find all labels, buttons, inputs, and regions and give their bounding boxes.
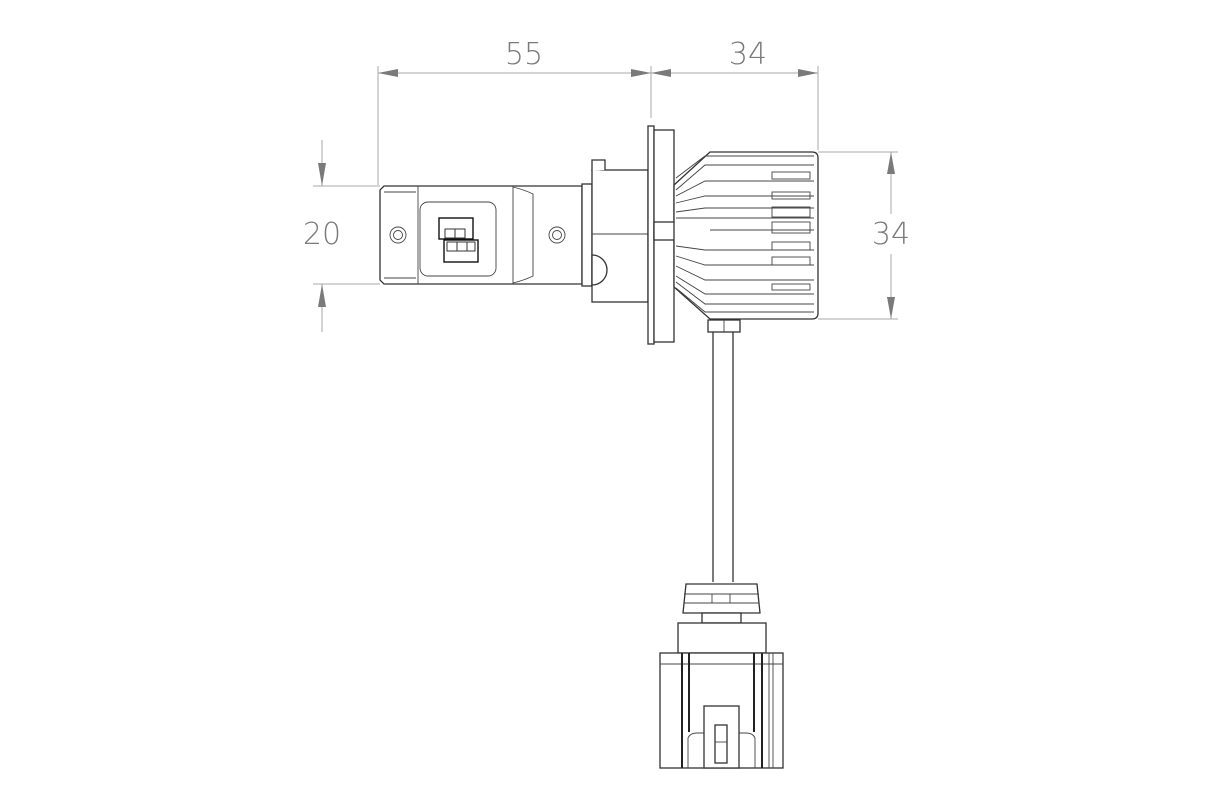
led-chip-body [379, 185, 583, 285]
dimension-body-height: 20 [303, 140, 380, 332]
dimension-heatsink-length: 34 [651, 37, 819, 150]
led-chip-icon [438, 217, 479, 263]
power-cable [707, 319, 741, 582]
body-length-label: 55 [505, 37, 543, 72]
dimension-body-length: 55 [377, 37, 652, 185]
body-height-label: 20 [303, 217, 341, 252]
dimension-heatsink-height: 34 [818, 151, 910, 320]
heatsink-fins [673, 151, 819, 320]
heatsink-length-label: 34 [729, 37, 767, 72]
heatsink-height-label: 34 [872, 217, 910, 252]
cable-connector [659, 583, 784, 769]
bulb-base-collar [581, 125, 711, 345]
